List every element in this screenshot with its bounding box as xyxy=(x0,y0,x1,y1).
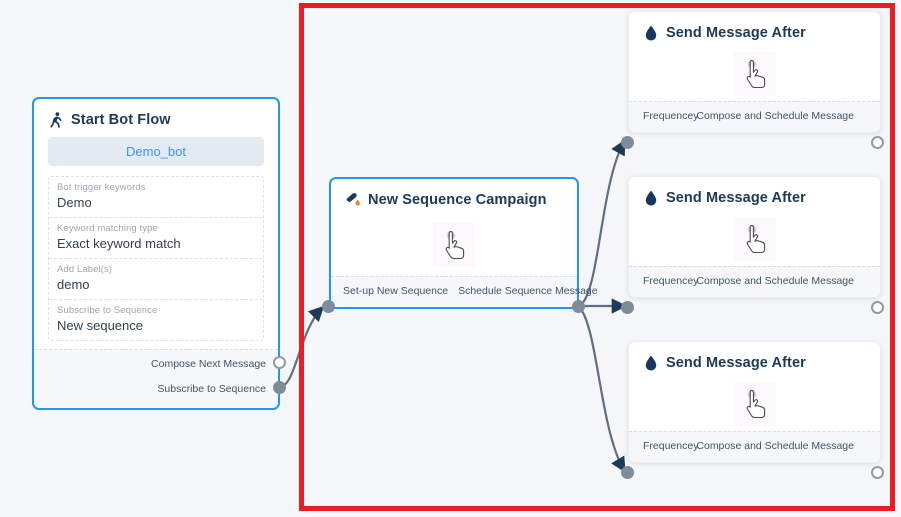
water-drop-icon xyxy=(643,189,659,206)
node-campaign-header: New Sequence Campaign xyxy=(331,179,577,214)
node-send-message-after-2[interactable]: Send Message After Frequenc xyxy=(628,176,881,298)
field-keyword-matching-type[interactable]: Keyword matching type Exact keyword matc… xyxy=(49,218,263,259)
node-send-message-after-3[interactable]: Send Message After Frequenc xyxy=(628,341,881,463)
port-row-subscribe-to-sequence[interactable]: Subscribe to Sequence xyxy=(157,383,266,395)
node-campaign-body[interactable] xyxy=(331,214,577,276)
card1-body[interactable] xyxy=(629,47,880,101)
field-label: Bot trigger keywords xyxy=(57,182,146,193)
card3-header: Send Message After xyxy=(629,342,880,377)
bot-field-list: Bot trigger keywords Demo Keyword matchi… xyxy=(48,176,264,341)
card2-header: Send Message After xyxy=(629,177,880,212)
field-value: Exact keyword match xyxy=(57,236,181,251)
card1-port-label-frequency[interactable]: Frequencey xyxy=(643,110,699,122)
card3-body[interactable] xyxy=(629,377,880,431)
card3-port-label-compose-and-schedule[interactable]: Compose and Schedule Message xyxy=(696,440,854,452)
port-subscribe-to-sequence[interactable] xyxy=(273,381,286,394)
field-value: New sequence xyxy=(57,318,143,333)
port-label: Compose Next Message xyxy=(151,358,266,370)
card2-port-label-frequency[interactable]: Frequencey xyxy=(643,275,699,287)
running-person-icon xyxy=(48,111,64,128)
node-start-body: Demo_bot Bot trigger keywords Demo Keywo… xyxy=(34,137,278,349)
port-label: Subscribe to Sequence xyxy=(157,383,266,395)
port-label-setup-new-sequence[interactable]: Set-up New Sequence xyxy=(343,285,449,297)
card1-title: Send Message After xyxy=(666,24,806,41)
field-value: demo xyxy=(57,277,90,292)
port-campaign-input[interactable] xyxy=(322,300,335,313)
edge-campaign-to-card3 xyxy=(579,307,626,473)
node-start-title: Start Bot Flow xyxy=(71,111,171,128)
port-card1-input[interactable] xyxy=(621,136,634,149)
port-row-compose-next-message[interactable]: Compose Next Message xyxy=(151,358,266,370)
field-label: Add Label(s) xyxy=(57,264,113,275)
hand-pointer-icon xyxy=(733,382,776,426)
card1-footer: Frequencey Compose and Schedule Message xyxy=(629,101,880,132)
field-value: Demo xyxy=(57,195,92,210)
water-drop-icon xyxy=(643,24,659,41)
field-bot-trigger-keywords[interactable]: Bot trigger keywords Demo xyxy=(49,177,263,218)
port-card2-input[interactable] xyxy=(621,301,634,314)
card3-port-label-frequency[interactable]: Frequencey xyxy=(643,440,699,452)
bot-name-chip[interactable]: Demo_bot xyxy=(48,137,264,166)
paint-pour-icon xyxy=(345,191,361,208)
card1-port-label-compose-and-schedule[interactable]: Compose and Schedule Message xyxy=(696,110,854,122)
card2-footer: Frequencey Compose and Schedule Message xyxy=(629,266,880,297)
node-start-footer: Compose Next Message Subscribe to Sequen… xyxy=(34,349,278,408)
node-campaign-title: New Sequence Campaign xyxy=(368,191,547,208)
node-send-message-after-1[interactable]: Send Message After Frequenc xyxy=(628,11,881,133)
port-compose-next-message[interactable] xyxy=(273,356,286,369)
field-subscribe-to-sequence[interactable]: Subscribe to Sequence New sequence xyxy=(49,300,263,340)
edge-subscribe-to-campaign xyxy=(280,305,325,389)
port-card1-output[interactable] xyxy=(871,136,884,149)
node-start-header: Start Bot Flow xyxy=(34,99,278,134)
water-drop-icon xyxy=(643,354,659,371)
node-start-bot-flow[interactable]: Start Bot Flow Demo_bot Bot trigger keyw… xyxy=(32,97,280,410)
hand-pointer-icon xyxy=(733,217,776,261)
node-new-sequence-campaign[interactable]: New Sequence Campaign xyxy=(329,177,598,309)
edge-campaign-to-card1 xyxy=(579,139,626,307)
port-label-schedule-sequence-message[interactable]: Schedule Sequence Message xyxy=(458,285,598,297)
field-label: Subscribe to Sequence xyxy=(57,305,158,316)
port-card3-input[interactable] xyxy=(621,466,634,479)
node-campaign-footer: Set-up New Sequence Schedule Sequence Me… xyxy=(331,276,598,307)
port-campaign-output[interactable] xyxy=(572,300,585,313)
card2-port-label-compose-and-schedule[interactable]: Compose and Schedule Message xyxy=(696,275,854,287)
card2-title: Send Message After xyxy=(666,189,806,206)
hand-pointer-icon xyxy=(433,223,475,267)
field-add-labels[interactable]: Add Label(s) demo xyxy=(49,259,263,300)
field-label: Keyword matching type xyxy=(57,223,158,234)
port-card3-output[interactable] xyxy=(871,466,884,479)
port-card2-output[interactable] xyxy=(871,301,884,314)
card3-footer: Frequencey Compose and Schedule Message xyxy=(629,431,880,462)
card2-body[interactable] xyxy=(629,212,880,266)
card3-title: Send Message After xyxy=(666,354,806,371)
campaign-footer-labels: Set-up New Sequence Schedule Sequence Me… xyxy=(343,285,598,297)
hand-pointer-icon xyxy=(733,52,776,96)
card1-header: Send Message After xyxy=(629,12,880,47)
